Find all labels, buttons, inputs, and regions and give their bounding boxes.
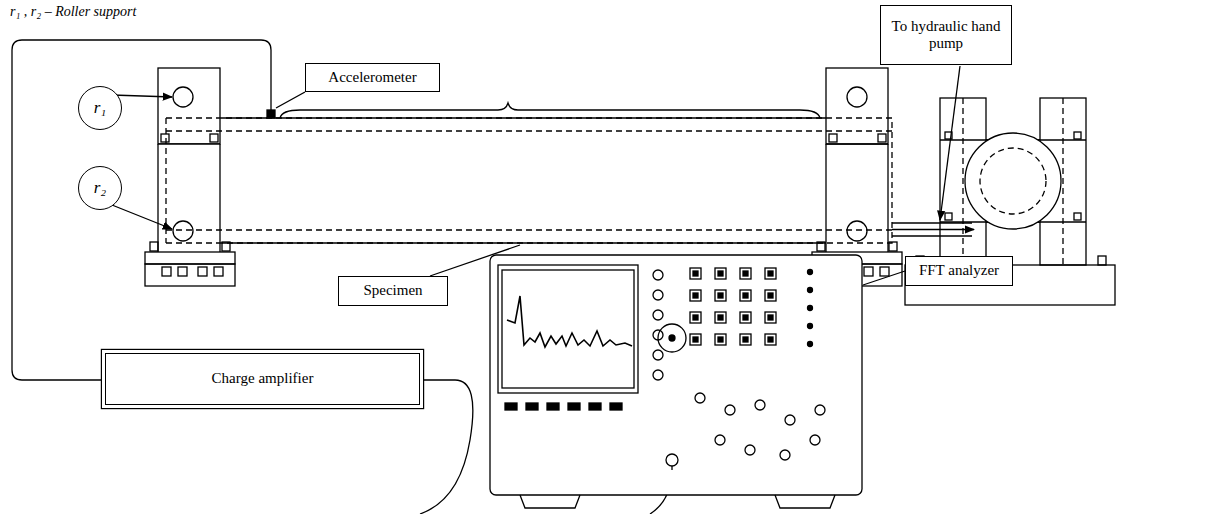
keypad-key: [765, 268, 776, 279]
knob: [653, 270, 663, 280]
amplifier-box: Charge amplifier: [105, 353, 420, 405]
left-support: [145, 68, 235, 286]
pump-pipe: [892, 223, 974, 236]
node-label: FFT analyzer: [919, 262, 999, 279]
keypad-mark: [693, 337, 698, 342]
softkey: [568, 403, 580, 410]
softkey: [589, 403, 601, 410]
keypad-mark: [768, 315, 773, 320]
led: [808, 324, 813, 329]
knob: [653, 310, 663, 320]
specimen-tube: [166, 118, 892, 243]
support-callout-circle: r₁: [78, 86, 122, 130]
support-callout-circle: r₂: [78, 166, 122, 210]
knob: [745, 445, 755, 455]
node-label: To hydraulic hand pump: [889, 18, 1003, 53]
node-label: r₂: [94, 178, 107, 198]
keypad-key: [740, 268, 751, 279]
keypad-key: [690, 290, 701, 301]
keypad-key: [765, 334, 776, 345]
keypad-mark: [768, 271, 773, 276]
keypad-mark: [743, 337, 748, 342]
accelerometer-sensor: [267, 110, 275, 118]
callout-box: FFT analyzer: [905, 256, 1013, 286]
knob: [780, 450, 790, 460]
knob: [653, 290, 663, 300]
knob: [810, 435, 820, 445]
keypad-mark: [693, 293, 698, 298]
legend-note: r₁ , r₂ – Roller support: [10, 4, 136, 20]
led: [808, 270, 813, 275]
knob: [653, 350, 663, 360]
specimen-hidden-edges: [166, 118, 220, 243]
knob: [815, 405, 825, 415]
keypad-mark: [693, 271, 698, 276]
keypad-key: [765, 290, 776, 301]
callout-box: To hydraulic hand pump: [880, 5, 1012, 65]
keypad-key: [740, 334, 751, 345]
keypad-mark: [743, 293, 748, 298]
softkey: [526, 403, 538, 410]
keypad-mark: [718, 337, 723, 342]
dial: [658, 324, 686, 352]
node-label: Specimen: [363, 282, 422, 299]
end-view: [905, 98, 1115, 305]
knob: [715, 435, 725, 445]
callout-box: Accelerometer: [305, 63, 440, 92]
keypad-key: [715, 334, 726, 345]
keypad-key: [740, 312, 751, 323]
led: [808, 306, 813, 311]
knob: [695, 393, 705, 403]
keypad-mark: [693, 315, 698, 320]
knob: [755, 400, 765, 410]
keypad-mark: [743, 315, 748, 320]
node-label: Charge amplifier: [212, 370, 314, 387]
softkey: [505, 403, 517, 410]
softkey: [547, 403, 559, 410]
keypad-mark: [768, 337, 773, 342]
softkey: [610, 403, 622, 410]
right-support: [812, 68, 902, 286]
keypad-key: [715, 268, 726, 279]
span-brace: [280, 103, 820, 118]
keypad-key: [740, 290, 751, 301]
led: [808, 342, 813, 347]
keypad-key: [690, 268, 701, 279]
knob: [653, 370, 663, 380]
leader-lines: [112, 66, 960, 285]
led: [808, 288, 813, 293]
keypad-key: [715, 312, 726, 323]
keypad-key: [715, 290, 726, 301]
keypad-mark: [768, 293, 773, 298]
keypad-mark: [743, 271, 748, 276]
sensor-cable: [12, 40, 271, 380]
keypad-key: [690, 312, 701, 323]
keypad-mark: [718, 293, 723, 298]
knob: [725, 405, 735, 415]
node-label: r₁: [94, 98, 107, 118]
fft-analyzer-device: [490, 255, 862, 508]
keypad-mark: [718, 271, 723, 276]
node-label: Accelerometer: [328, 69, 416, 86]
keypad-mark: [718, 315, 723, 320]
keypad-key: [690, 334, 701, 345]
keypad-key: [765, 312, 776, 323]
callout-box: Specimen: [338, 276, 448, 306]
amplifier-cable: [418, 380, 473, 514]
knob: [785, 415, 795, 425]
dial-center: [669, 335, 675, 341]
